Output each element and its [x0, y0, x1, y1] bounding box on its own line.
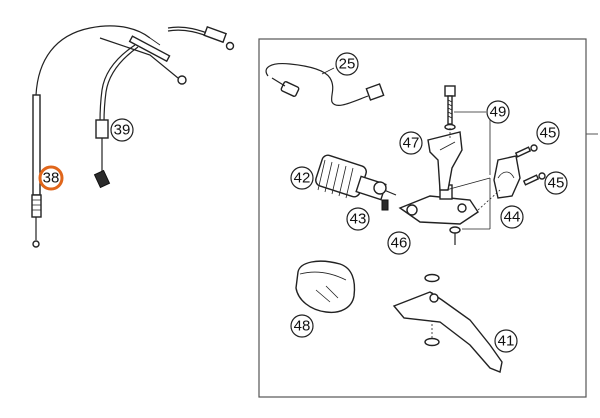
callout-43[interactable]: 43	[346, 207, 370, 231]
part-42-grip[interactable]	[314, 154, 368, 199]
part-38-cable[interactable]	[31, 25, 161, 248]
callout-39[interactable]: 39	[110, 118, 134, 142]
part-46-bracket[interactable]	[398, 184, 479, 245]
svg-text:46: 46	[391, 235, 408, 252]
part-39-cable[interactable]	[93, 44, 139, 189]
callout-47[interactable]: 47	[399, 131, 423, 155]
part-41-lever[interactable]	[392, 273, 503, 373]
assembly-frame	[258, 38, 587, 398]
callout-41[interactable]: 41	[494, 329, 518, 353]
leader-lines	[321, 67, 491, 230]
svg-text:41: 41	[498, 333, 515, 350]
svg-text:47: 47	[403, 135, 420, 152]
svg-text:38: 38	[43, 170, 60, 187]
part-44-clamp[interactable]	[493, 155, 521, 199]
callout-44[interactable]: 44	[500, 205, 524, 229]
callout-42[interactable]: 42	[290, 166, 314, 190]
callout-25[interactable]: 25	[335, 52, 359, 76]
svg-text:39: 39	[114, 122, 131, 139]
svg-text:45: 45	[540, 125, 557, 142]
part-45-screw-lower[interactable]	[522, 172, 546, 186]
svg-text:44: 44	[504, 209, 521, 226]
svg-text:48: 48	[294, 318, 311, 335]
part-43-throttle[interactable]	[355, 175, 397, 211]
part-47-lever-pivot[interactable]	[427, 131, 463, 191]
svg-text:25: 25	[339, 56, 356, 73]
svg-text:43: 43	[350, 211, 367, 228]
part-25-sensor[interactable]	[265, 63, 385, 106]
part-cable-upper[interactable]	[99, 25, 235, 85]
callout-45-upper[interactable]: 45	[536, 121, 560, 145]
part-48-boot[interactable]	[295, 260, 356, 314]
callout-45-lower[interactable]: 45	[544, 171, 568, 195]
part-45-screw-upper[interactable]	[514, 144, 538, 158]
part-49-bolt[interactable]	[444, 85, 456, 131]
callout-38-selected[interactable]: 38	[38, 165, 64, 191]
svg-text:49: 49	[490, 104, 507, 121]
svg-text:45: 45	[548, 175, 565, 192]
callout-48[interactable]: 48	[290, 314, 314, 338]
svg-text:42: 42	[294, 170, 311, 187]
callout-49[interactable]: 49	[486, 100, 510, 124]
callout-46[interactable]: 46	[387, 231, 411, 255]
